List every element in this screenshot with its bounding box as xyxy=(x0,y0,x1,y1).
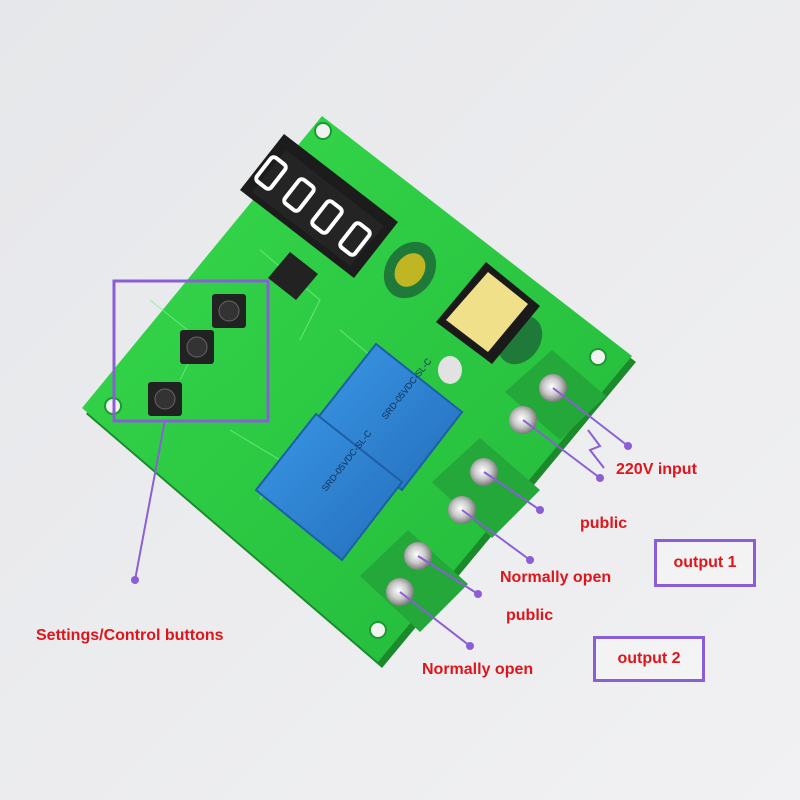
relay-1: SRD-05VDC-SL-C xyxy=(314,342,464,492)
label-normally-open-1: Normally open xyxy=(500,569,612,586)
electrolytic-capacitor xyxy=(383,241,543,384)
annotation-lines xyxy=(134,387,629,647)
relay-2: SRD-05VDC-SL-C xyxy=(254,412,404,562)
label-public-2: public xyxy=(506,607,554,624)
push-buttons xyxy=(148,294,246,416)
lightning-icon xyxy=(587,429,605,469)
label-output-1: output 1 xyxy=(673,554,737,571)
output-1-box: output 1 xyxy=(654,539,756,587)
label-output-2: output 2 xyxy=(617,650,681,667)
label-public-1: public xyxy=(580,515,628,532)
annotation-dots xyxy=(131,442,632,650)
transformer xyxy=(436,262,540,364)
label-settings-buttons: Settings/Control buttons xyxy=(36,627,224,644)
ic-chip xyxy=(268,252,318,300)
label-220v-input: 220V input xyxy=(616,461,697,478)
output-2-box: output 2 xyxy=(593,636,705,682)
buttons-highlight-box xyxy=(112,279,270,423)
label-normally-open-2: Normally open xyxy=(422,661,534,678)
seven-segment-display xyxy=(240,134,398,278)
